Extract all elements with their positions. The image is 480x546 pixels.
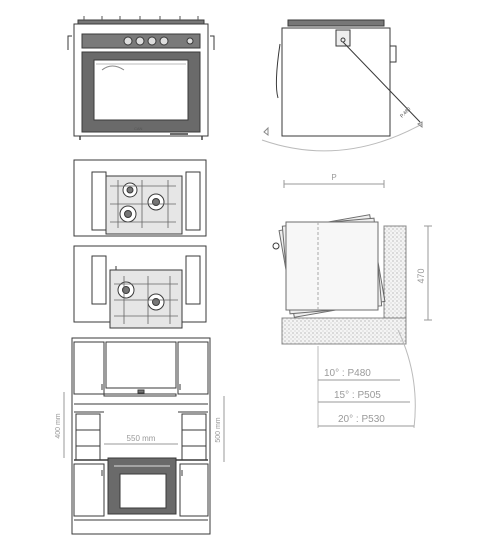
hob-plate-1 bbox=[105, 175, 183, 235]
tilt-arc bbox=[261, 123, 423, 152]
oven-window bbox=[93, 59, 189, 121]
kitchen-cabinet-view: 550 mm 400 mm 500 mm bbox=[55, 337, 225, 535]
tilt-diagonal bbox=[342, 41, 421, 123]
hob-plate-2 bbox=[109, 269, 183, 329]
knob-4 bbox=[159, 36, 169, 46]
depth-label: P bbox=[331, 173, 336, 182]
brand-badge: CAN bbox=[134, 126, 143, 131]
side-grate bbox=[287, 19, 385, 27]
knob-1 bbox=[123, 36, 133, 46]
side-handle bbox=[275, 43, 281, 99]
knob-5 bbox=[186, 37, 194, 45]
knob-2 bbox=[135, 36, 145, 46]
counter-hatch bbox=[281, 317, 407, 345]
hob-cabinet-view-1 bbox=[73, 159, 207, 237]
cooker-side-view: P.480 bbox=[261, 19, 423, 152]
width-label: 550 mm bbox=[127, 434, 156, 443]
left-height-label: 400 mm bbox=[55, 413, 62, 438]
hob-cabinet-view-2 bbox=[73, 245, 207, 329]
tilt-view: P 470 10° : P480 15° : P505 20° : P530 bbox=[272, 173, 432, 429]
rear-pipe bbox=[390, 45, 397, 63]
right-height-label: 500 mm bbox=[215, 417, 222, 442]
oven-light-decor bbox=[101, 65, 125, 71]
height-label: 470 bbox=[416, 268, 426, 283]
angle-label-10: 10° : P480 bbox=[324, 368, 371, 379]
side-handles bbox=[67, 35, 215, 50]
tilt-dimension-label: P.480 bbox=[399, 106, 412, 119]
angle-label-15: 15° : P505 bbox=[334, 390, 381, 401]
knob-3 bbox=[147, 36, 157, 46]
cooker-front-view: CAN bbox=[67, 16, 215, 140]
angle-label-20: 20° : P530 bbox=[338, 414, 385, 425]
